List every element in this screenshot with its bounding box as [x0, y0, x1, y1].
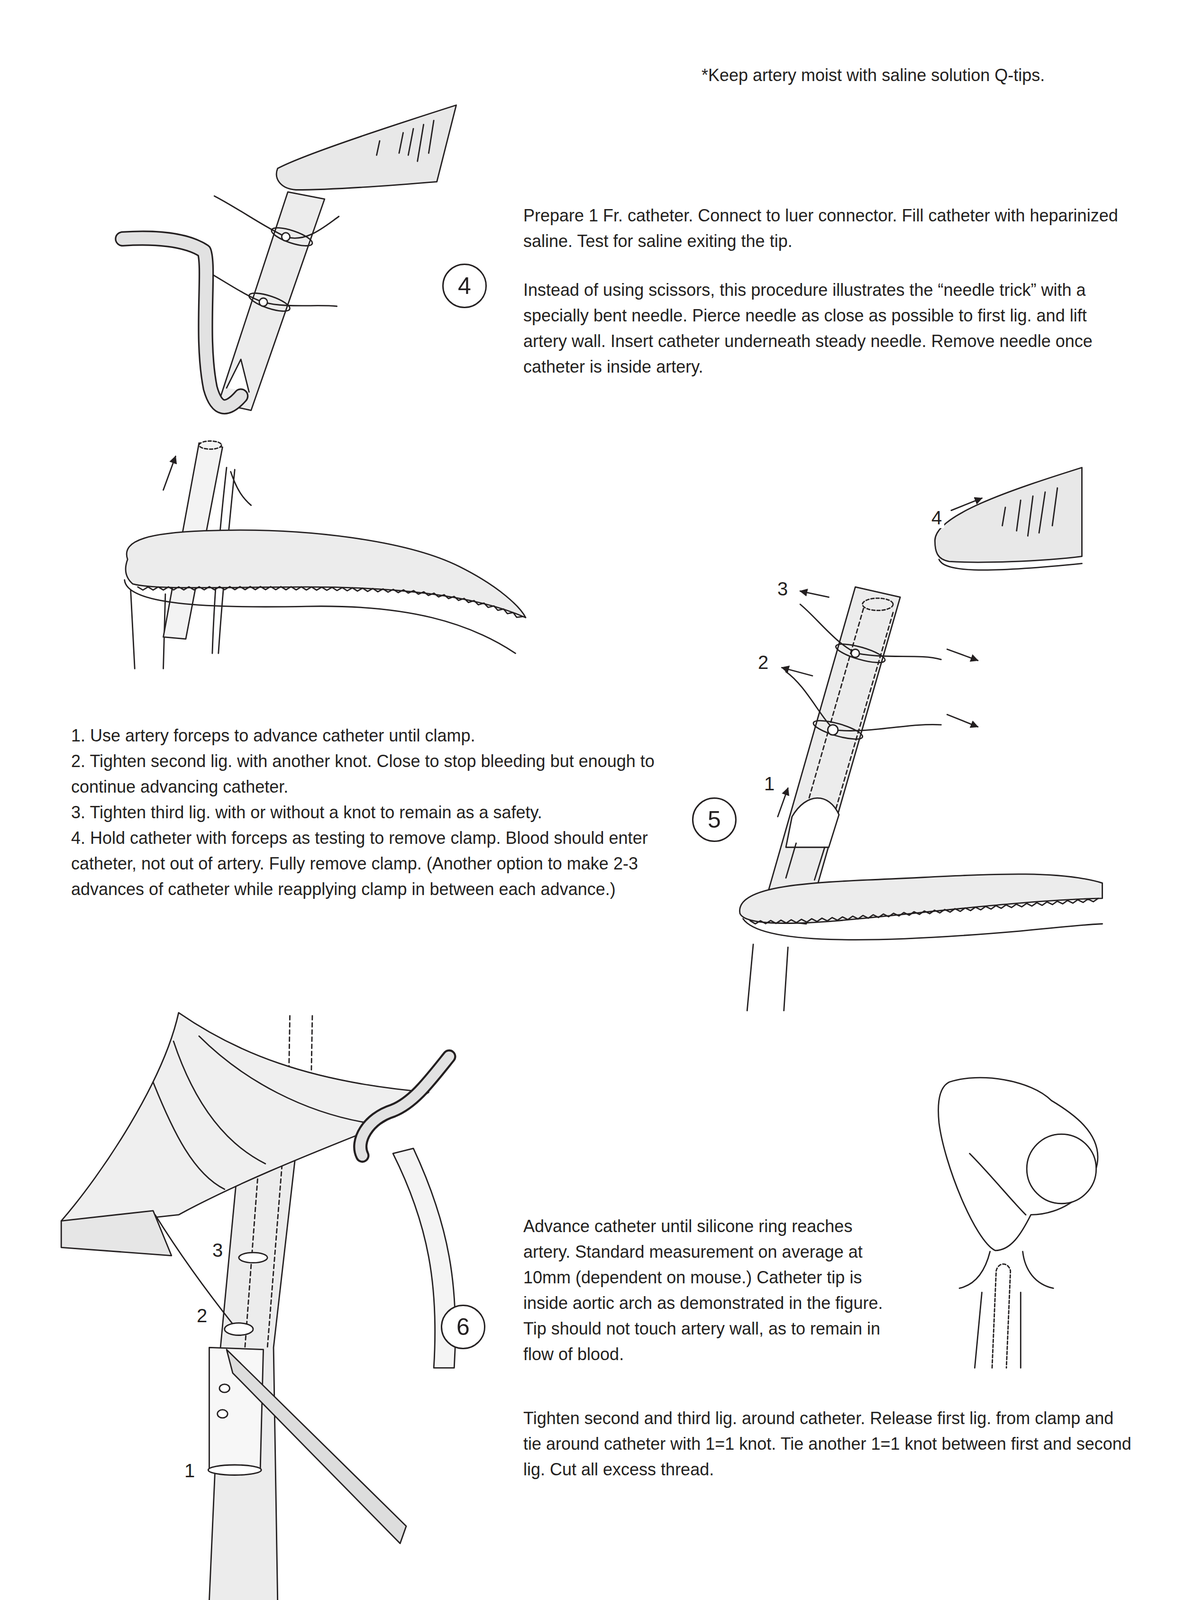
artery-opening — [226, 359, 249, 392]
callout-number: 2 — [194, 1304, 210, 1326]
direction-arrow — [947, 714, 978, 727]
retractor-outline — [360, 1056, 449, 1156]
step-circle: 4 — [442, 263, 487, 309]
needle — [122, 237, 241, 407]
thread — [800, 604, 941, 660]
clamp-lower-jaw — [124, 579, 516, 654]
retractor — [360, 1056, 449, 1156]
instruction-text: Instead of using scissors, this procedur… — [523, 277, 1135, 380]
step-number: 6 — [456, 1314, 470, 1339]
knot — [219, 1384, 230, 1393]
panel-6-drawing — [61, 1012, 456, 1600]
callout-number: 1 — [761, 773, 777, 794]
knot — [224, 1322, 254, 1336]
forceps-blade — [276, 105, 456, 191]
callout-number: 3 — [774, 578, 791, 600]
artery — [209, 1132, 298, 1600]
instruction-text: 2. Tighten second lig. with another knot… — [71, 748, 678, 800]
clamp-jaw — [739, 874, 1103, 924]
forceps-blade — [934, 467, 1082, 563]
knot — [217, 1409, 228, 1418]
drape-flap — [61, 1210, 172, 1256]
instruction-text: Prepare 1 Fr. catheter. Connect to luer … — [523, 202, 1135, 255]
callout-number: 4 — [929, 507, 945, 529]
aortic-arch-inset — [938, 1077, 1098, 1368]
direction-arrow — [800, 591, 829, 598]
knot — [238, 1252, 268, 1263]
inset-catheter — [992, 1263, 1011, 1368]
clamp-teeth — [750, 898, 1099, 924]
knot — [259, 298, 268, 307]
catheter-arrow — [163, 456, 176, 491]
callout-number: 2 — [755, 651, 771, 673]
catheter-tip — [199, 440, 222, 449]
thread — [214, 195, 339, 238]
instruction-text: 1. Use artery forceps to advance cathete… — [71, 722, 678, 749]
callout-number: 3 — [209, 1239, 226, 1261]
step-circle: 5 — [692, 797, 737, 842]
panel-5-drawing — [739, 467, 1103, 1011]
direction-arrow — [947, 648, 978, 661]
ligature — [811, 716, 865, 743]
ventricle — [969, 1153, 1026, 1215]
instruction-text: 3. Tighten third lig. with or without a … — [71, 799, 678, 826]
forceps-lower-blade — [938, 559, 1082, 570]
atrium — [1026, 1133, 1096, 1204]
forceps — [226, 1349, 407, 1544]
thread — [200, 267, 338, 307]
needle-outline — [122, 237, 241, 407]
callout-number: 1 — [182, 1459, 198, 1481]
artery — [218, 191, 325, 411]
instruction-text: Tighten second and third lig. around cat… — [523, 1405, 1135, 1483]
knot — [281, 232, 290, 241]
instruction-text: 4. Hold catheter with forceps as testing… — [71, 825, 678, 903]
thread — [154, 1214, 237, 1329]
hatching — [1002, 487, 1058, 536]
knot — [827, 724, 839, 736]
artery — [760, 586, 901, 924]
step-number: 4 — [457, 273, 472, 298]
instruction-text: *Keep artery moist with saline solution … — [701, 62, 1167, 89]
drape-folds — [153, 1036, 368, 1190]
lower-artery — [130, 590, 166, 669]
panel-4-drawing — [122, 105, 526, 669]
heart — [938, 1077, 1098, 1251]
hatching — [376, 120, 435, 162]
step-circle: 6 — [440, 1304, 486, 1350]
lower-artery — [747, 944, 788, 1011]
clamp-teeth — [137, 586, 523, 618]
aorta — [959, 1251, 1054, 1368]
catheter-tip — [862, 598, 894, 611]
step-number: 5 — [707, 807, 721, 832]
artery-cut — [785, 797, 839, 848]
ligature — [246, 289, 292, 315]
ligature — [269, 224, 315, 250]
direction-arrow — [781, 667, 813, 676]
direction-arrow — [777, 787, 789, 817]
knot — [208, 1464, 262, 1476]
catheter — [785, 843, 825, 881]
knot — [851, 648, 860, 657]
instruction-text: Advance catheter until silicone ring rea… — [523, 1213, 903, 1368]
thread — [785, 671, 941, 731]
